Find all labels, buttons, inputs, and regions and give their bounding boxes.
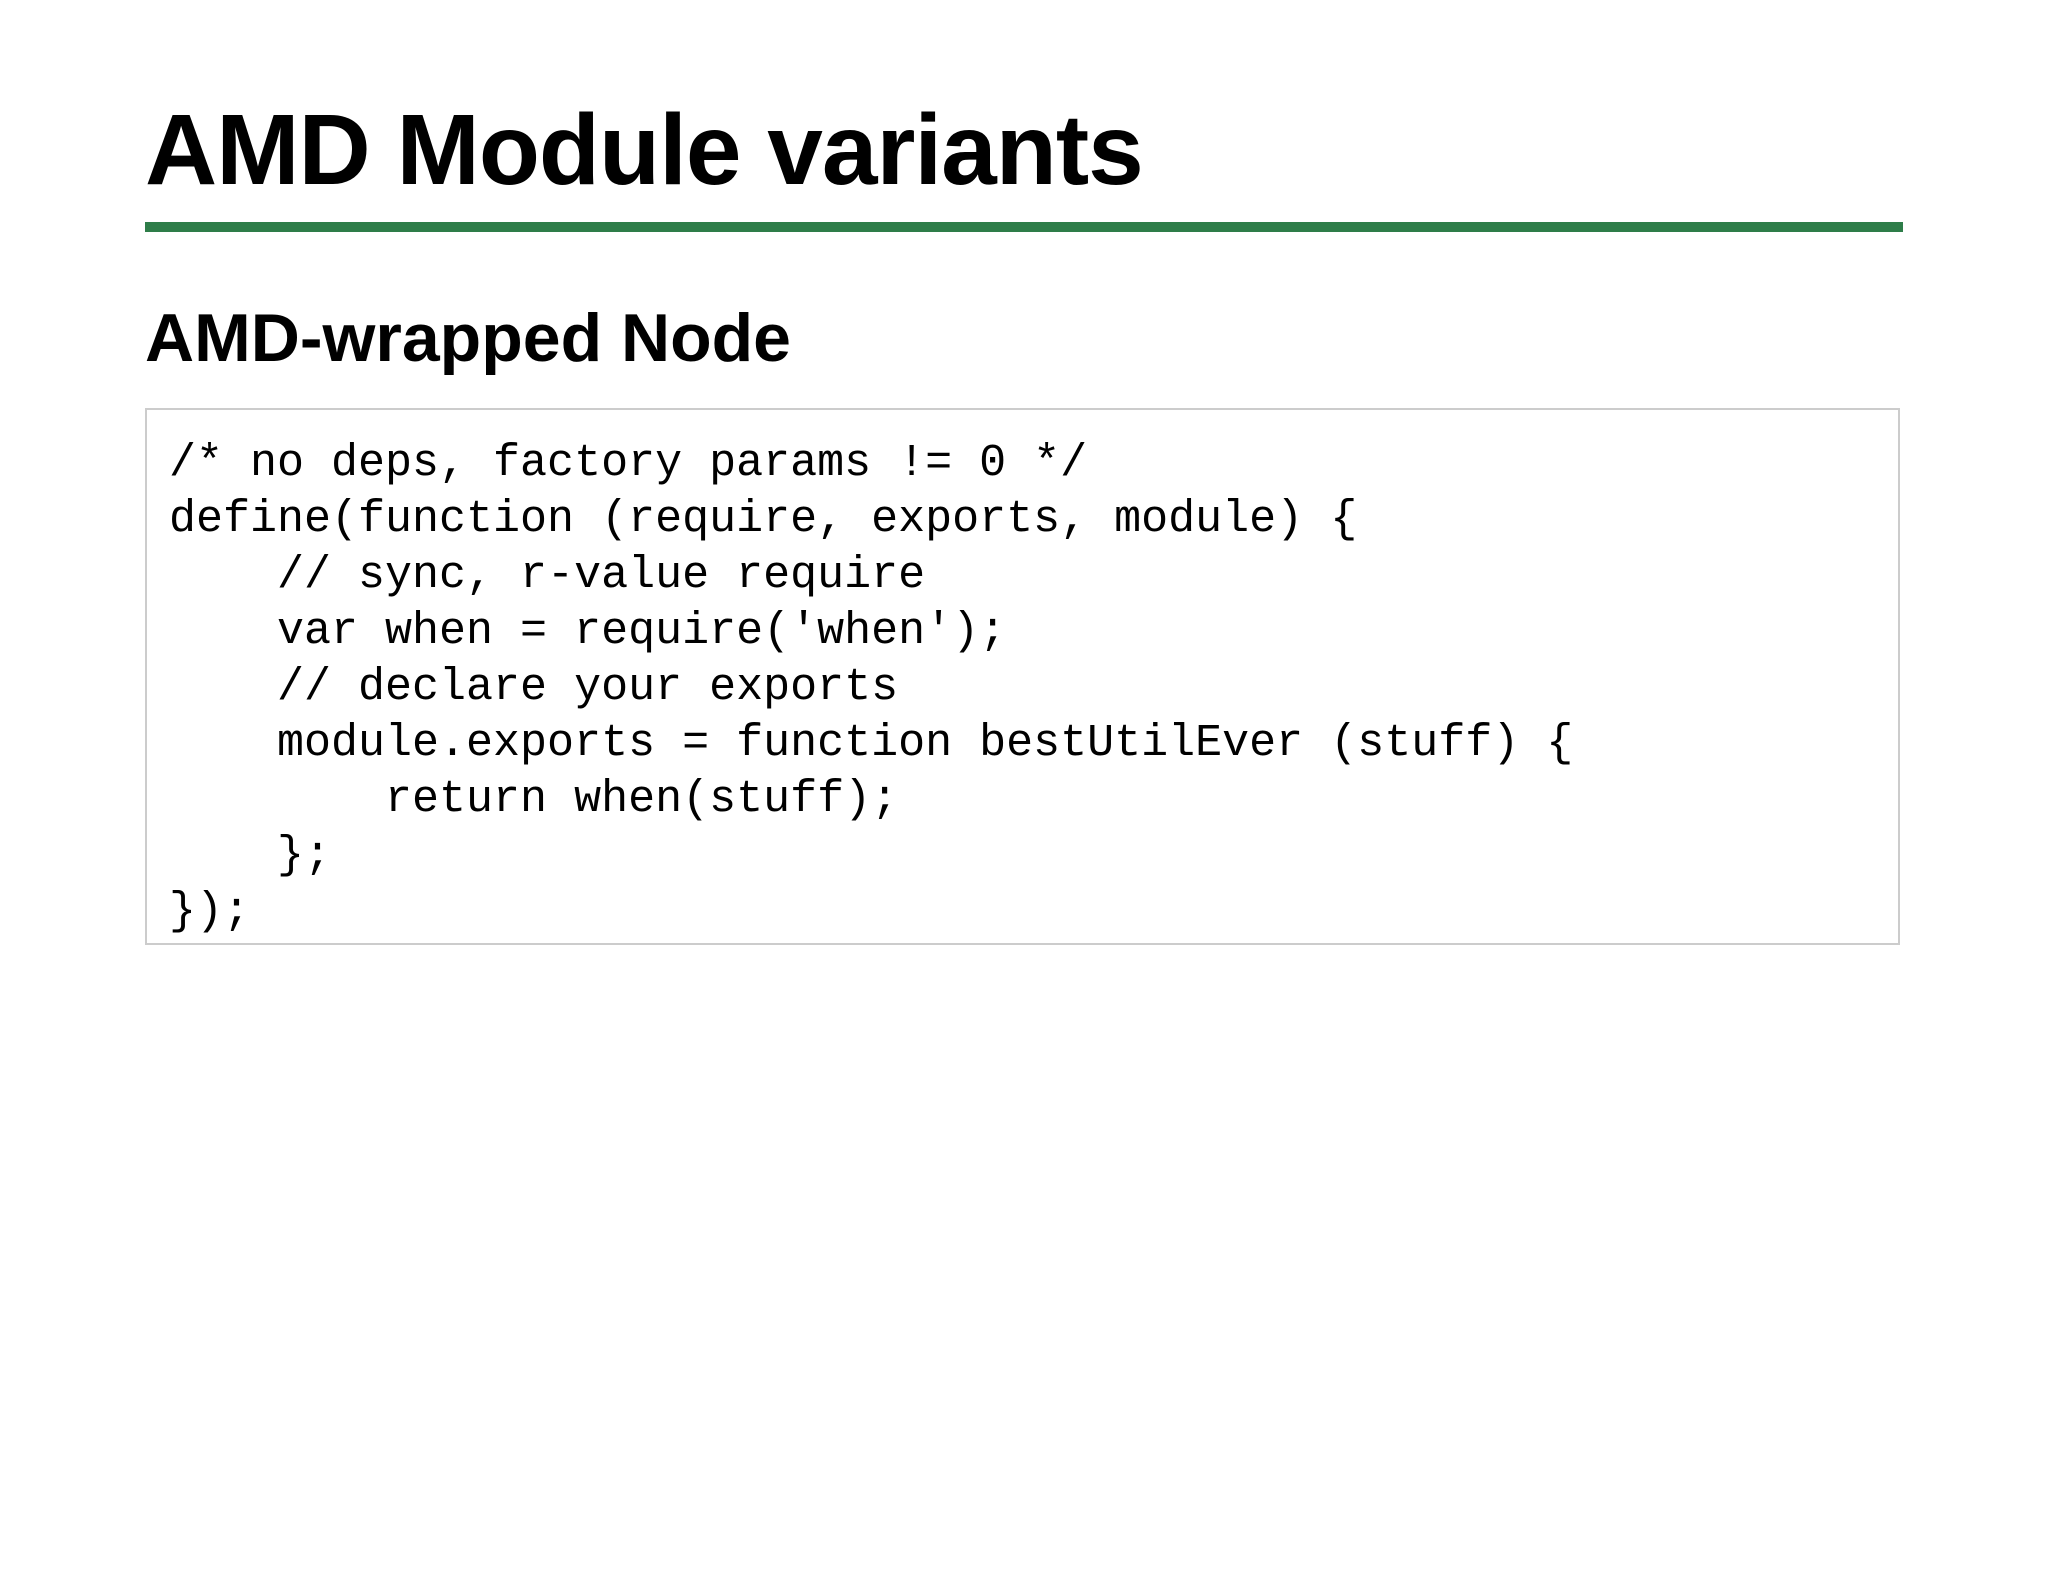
code-block: /* no deps, factory params != 0 */ defin…	[145, 408, 1900, 945]
code-text: /* no deps, factory params != 0 */ defin…	[169, 438, 1574, 937]
page-title: AMD Module variants	[145, 94, 1144, 206]
title-underline-rule	[145, 222, 1903, 232]
section-heading: AMD-wrapped Node	[145, 300, 791, 376]
